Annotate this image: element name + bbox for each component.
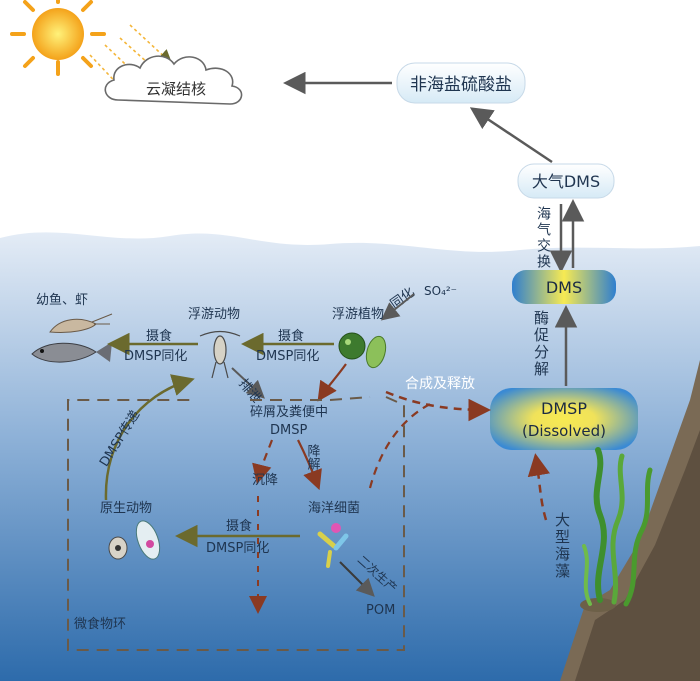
- sinking-label: 沉降: [252, 473, 278, 488]
- sulfate-box: [396, 62, 526, 104]
- arrow-secondary-production: [339, 561, 375, 597]
- zooplankton-label: 浮游动物: [188, 307, 240, 322]
- arrow-excretion: [231, 367, 265, 399]
- cloud-condensation-label: 云凝结核: [146, 80, 206, 98]
- bacteria-label: 海洋细菌: [308, 501, 360, 516]
- arrow-so4-to-phyto: [380, 293, 415, 321]
- microbial-loop-frame: [67, 396, 405, 651]
- arrow-degradation: [297, 439, 322, 491]
- sulfate-label: 非海盐硫酸盐: [410, 75, 512, 95]
- macroalgae-icon: [582, 447, 653, 607]
- bacteria-icon: [317, 523, 349, 568]
- assim-3-label: DMSP同化: [206, 541, 269, 556]
- enzymatic-cleavage-label: 酶促分解: [532, 310, 550, 378]
- arrow-sinking: [252, 439, 274, 485]
- ingest-3-label: 摄食: [226, 518, 252, 534]
- detritus-line1: 碎屑及粪便中: [250, 405, 328, 420]
- protozoa-label: 原生动物: [100, 501, 152, 516]
- juvenile-fish-label: 幼鱼、虾: [36, 292, 88, 308]
- shrimp-icon: [49, 313, 113, 333]
- assim-1-label: DMSP同化: [124, 349, 187, 364]
- arrow-dmsp-transfer: [104, 374, 195, 501]
- sulfate-ion-label: SO₄²⁻: [424, 284, 457, 298]
- sun-icon: [10, 0, 106, 76]
- dms-box: [512, 270, 616, 304]
- protozoa-icon: [108, 520, 161, 560]
- atm-dms-label: 大气DMS: [532, 172, 600, 191]
- phytoplankton-icon: [338, 332, 387, 369]
- zooplankton-icon: [199, 330, 241, 379]
- arrow-algae-to-dmsp: [527, 453, 550, 521]
- synthesis-release-label: 合成及释放: [405, 376, 475, 392]
- ingest-1-label: 摄食: [146, 328, 172, 344]
- atm-dms-box: [517, 163, 615, 199]
- dmsp-dissolved-box: [490, 388, 638, 450]
- seabed-rock-shade: [575, 430, 700, 681]
- sea-air-exchange-label: 海气交换: [535, 206, 551, 270]
- dmsp-dissolved-line1: DMSP: [541, 399, 587, 418]
- detritus-line2: DMSP: [270, 423, 307, 438]
- assim-2-label: DMSP同化: [256, 349, 319, 364]
- dmsp-dissolved-line2: (Dissolved): [522, 422, 606, 440]
- ingest-2-label: 摄食: [278, 328, 304, 344]
- phytoplankton-label: 浮游植物: [332, 307, 384, 322]
- pom-label: POM: [366, 603, 395, 618]
- arrow-phyto-to-detritus: [317, 363, 347, 402]
- cloud-icon: [104, 55, 243, 105]
- macroalgae-label: 大型海藻: [553, 512, 571, 580]
- degradation-label: 降解: [305, 444, 321, 471]
- dms-label: DMS: [546, 278, 582, 297]
- microbial-loop-label: 微食物环: [74, 616, 126, 632]
- arrow-atmdms-to-sulfate: [469, 107, 553, 164]
